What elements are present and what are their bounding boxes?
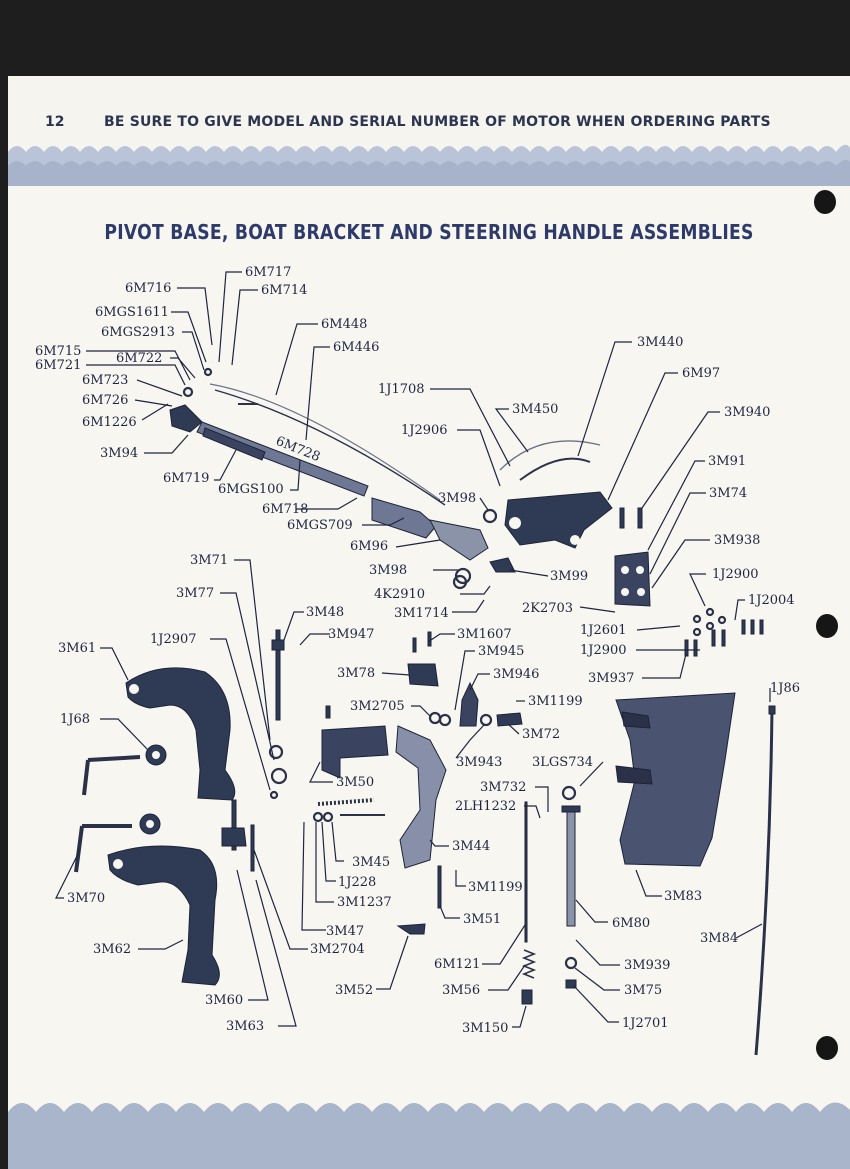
part-label: 3M60: [205, 993, 243, 1008]
part-label: 6M121: [434, 957, 480, 972]
part-label: 3M440: [637, 335, 683, 350]
part-label: 3M1714: [394, 606, 449, 621]
part-label: 3M74: [709, 486, 747, 501]
steering-handle-drawing: [169, 367, 489, 561]
part-label: 1J86: [770, 681, 800, 696]
part-label: 3M1199: [468, 880, 523, 895]
part-label: 3M63: [226, 1019, 264, 1034]
part-label: 3M72: [522, 727, 560, 742]
part-label: 3M83: [664, 889, 702, 904]
part-label: 3M61: [58, 641, 96, 656]
part-label: 3M71: [190, 553, 228, 568]
part-label: 6M721: [35, 358, 81, 373]
page-header: 12 BE SURE TO GIVE MODEL AND SERIAL NUMB…: [8, 114, 850, 136]
part-label: 6MGS709: [287, 518, 353, 533]
part-label: 3M2705: [350, 699, 405, 714]
page-title: PIVOT BASE, BOAT BRACKET AND STEERING HA…: [104, 220, 754, 244]
part-label: 3M77: [176, 586, 214, 601]
part-label: 1J1708: [378, 382, 425, 397]
part-label: 3M84: [700, 931, 738, 946]
part-label: 2K2703: [522, 601, 573, 616]
part-label: 6M723: [82, 373, 128, 388]
binder-hole: [814, 190, 836, 214]
part-label: 3M99: [550, 569, 588, 584]
part-label: 3M44: [452, 839, 490, 854]
part-label: 6MGS2913: [101, 325, 175, 340]
binder-hole: [816, 1036, 838, 1060]
part-label: 3M945: [478, 644, 524, 659]
hardware-drawing: [407, 607, 764, 727]
part-label: 4K2910: [374, 587, 425, 602]
part-label: 3M937: [588, 671, 634, 686]
part-label: 3M2704: [310, 942, 365, 957]
part-label: 3M98: [369, 563, 407, 578]
page-number: 12: [45, 114, 65, 130]
part-label: 3M45: [352, 855, 390, 870]
top-wave-border: [8, 144, 850, 186]
part-label: 3M943: [456, 755, 502, 770]
part-label: 3M938: [714, 533, 760, 548]
part-label: 3M48: [306, 605, 344, 620]
pivot-base-drawing: [452, 440, 651, 607]
part-label: 1J228: [338, 875, 376, 890]
part-label: 3M940: [724, 405, 770, 420]
swivel-bracket-drawing: [312, 705, 447, 935]
part-label: 3M50: [336, 775, 374, 790]
ordering-notice: BE SURE TO GIVE MODEL AND SERIAL NUMBER …: [104, 114, 771, 130]
part-label: 3M52: [335, 983, 373, 998]
part-label: 1J68: [60, 712, 90, 727]
part-label: 6M718: [262, 502, 308, 517]
part-label: 1J2601: [580, 623, 627, 638]
part-label: 6M717: [245, 265, 291, 280]
part-label: 6M726: [82, 393, 128, 408]
part-label: 3M732: [480, 780, 526, 795]
part-label: 3M946: [493, 667, 539, 682]
part-label: 6M714: [261, 283, 307, 298]
part-labels: 6M717 6M716 6M714 6MGS1611 6MGS2913 6M44…: [35, 265, 800, 1036]
part-label: 6M716: [125, 281, 171, 296]
part-label: 3M78: [337, 666, 375, 681]
binder-hole: [816, 614, 838, 638]
part-label: 3M450: [512, 402, 558, 417]
leader-lines: [55, 271, 771, 1028]
part-label: 1J2906: [401, 423, 448, 438]
part-label: 6M97: [682, 366, 720, 381]
part-label: 1J2701: [622, 1016, 669, 1031]
pin-assembly-drawing: [521, 692, 776, 1056]
part-label: 3M1237: [337, 895, 392, 910]
part-label: 3M1199: [528, 694, 583, 709]
part-label: 6MGS1611: [95, 305, 169, 320]
bottom-wave-border: [8, 1102, 850, 1169]
part-label: 3M1607: [457, 627, 512, 642]
part-label: 3M47: [326, 924, 364, 939]
part-label: 3LGS734: [532, 755, 593, 770]
part-label: 3M62: [93, 942, 131, 957]
part-label: 6M448: [321, 317, 367, 332]
part-label: 6M1226: [82, 415, 137, 430]
boat-bracket-drawing: [74, 629, 288, 986]
part-label: 3M94: [100, 446, 138, 461]
part-label: 3M51: [463, 912, 501, 927]
part-label: 6M446: [333, 340, 379, 355]
part-label: 3M947: [328, 627, 374, 642]
part-label: 3M98: [438, 491, 476, 506]
part-label: 6M715: [35, 344, 81, 359]
part-label: 6M96: [350, 539, 388, 554]
part-label: 3M939: [624, 958, 670, 973]
part-label: 3M56: [442, 983, 480, 998]
part-label: 1J2900: [580, 643, 627, 658]
part-label: 2LH1232: [455, 799, 516, 814]
part-label: 6M80: [612, 916, 650, 931]
part-label: 1J2004: [748, 593, 795, 608]
part-label: 1J2907: [150, 632, 197, 647]
part-label: 3M70: [67, 891, 105, 906]
part-label: 3M75: [624, 983, 662, 998]
part-label: 6M722: [116, 351, 162, 366]
part-label: 3M91: [708, 454, 746, 469]
part-label: 1J2900: [712, 567, 759, 582]
part-label: 6M719: [163, 471, 209, 486]
part-label: 6MGS100: [218, 482, 284, 497]
part-label: 3M150: [462, 1021, 508, 1036]
